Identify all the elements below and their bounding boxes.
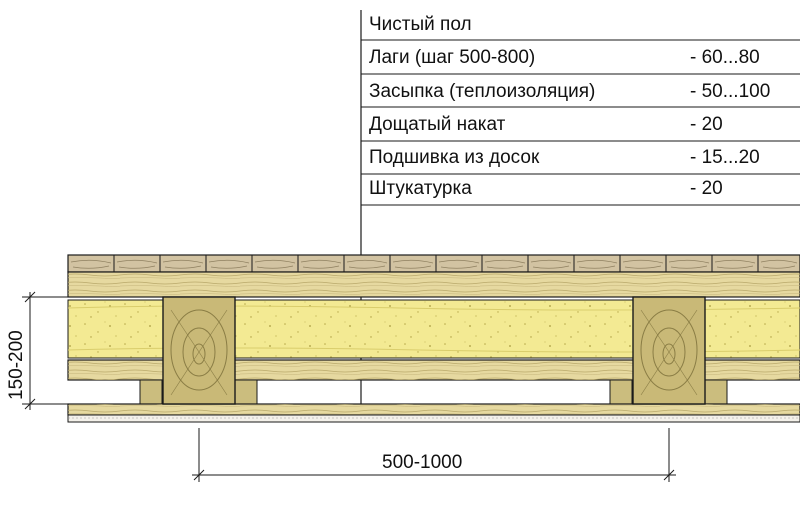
layer-row: Подшивка из досок - 15...20: [361, 147, 800, 175]
layer-thickness: - 20: [690, 114, 723, 135]
floor-board-grain: [576, 259, 618, 269]
beam-spacing-label: 500-1000: [382, 452, 462, 473]
floor-board-grain: [530, 259, 572, 269]
beam: [162, 296, 236, 405]
floor-board-grain: [162, 259, 204, 269]
floor-board-grain: [116, 259, 158, 269]
layer-row: Штукатурка - 20: [361, 178, 800, 206]
dimension-beam-spacing: 500-1000: [192, 428, 676, 482]
layer-name: Штукатурка: [369, 178, 472, 199]
floor-board-grain: [622, 259, 664, 269]
layer-row: Лаги (шаг 500-800) - 60...80: [361, 47, 800, 75]
layer-row: Чистый пол: [361, 14, 800, 41]
layer-name: Дощатый накат: [369, 114, 506, 135]
floor-board-grain: [208, 259, 250, 269]
layer-row: Дощатый накат - 20: [361, 114, 800, 142]
layer-thickness: - 15...20: [690, 147, 760, 168]
floor-board-grain: [714, 259, 756, 269]
layer-name: Подшивка из досок: [369, 147, 540, 168]
floor-board-grain: [254, 259, 296, 269]
floor-board-grain: [392, 259, 434, 269]
floor-board-grain: [484, 259, 526, 269]
beam: [632, 296, 706, 405]
layer-thickness: - 50...100: [690, 81, 770, 102]
joist-layer: [67, 271, 800, 298]
layer-name: Засыпка (теплоизоляция): [369, 81, 595, 102]
sheathing-layer: [67, 403, 800, 416]
board-deck-layer: [67, 359, 800, 381]
floor-board-grain: [346, 259, 388, 269]
dimension-beam-height: 150-200: [6, 291, 68, 410]
layer-thickness: - 20: [690, 178, 723, 199]
floor-board-grain: [438, 259, 480, 269]
layer-thickness: - 60...80: [690, 47, 760, 68]
floor-cross-section: [67, 254, 800, 423]
layer-row: Засыпка (теплоизоляция) - 50...100: [361, 81, 800, 108]
beam-height-label: 150-200: [6, 330, 27, 400]
floor-board-grain: [70, 259, 112, 269]
plaster-layer: [67, 414, 800, 423]
layer-name: Лаги (шаг 500-800): [369, 47, 535, 68]
layer-name: Чистый пол: [369, 14, 472, 35]
floor-board-grain: [760, 259, 798, 269]
finish-floor-layer: [67, 254, 800, 273]
cranial-bars: [139, 379, 728, 405]
floor-board-grain: [668, 259, 710, 269]
floor-board-grain: [300, 259, 342, 269]
layer-table: Чистый пол Лаги (шаг 500-800) - 60...80 …: [360, 10, 800, 418]
